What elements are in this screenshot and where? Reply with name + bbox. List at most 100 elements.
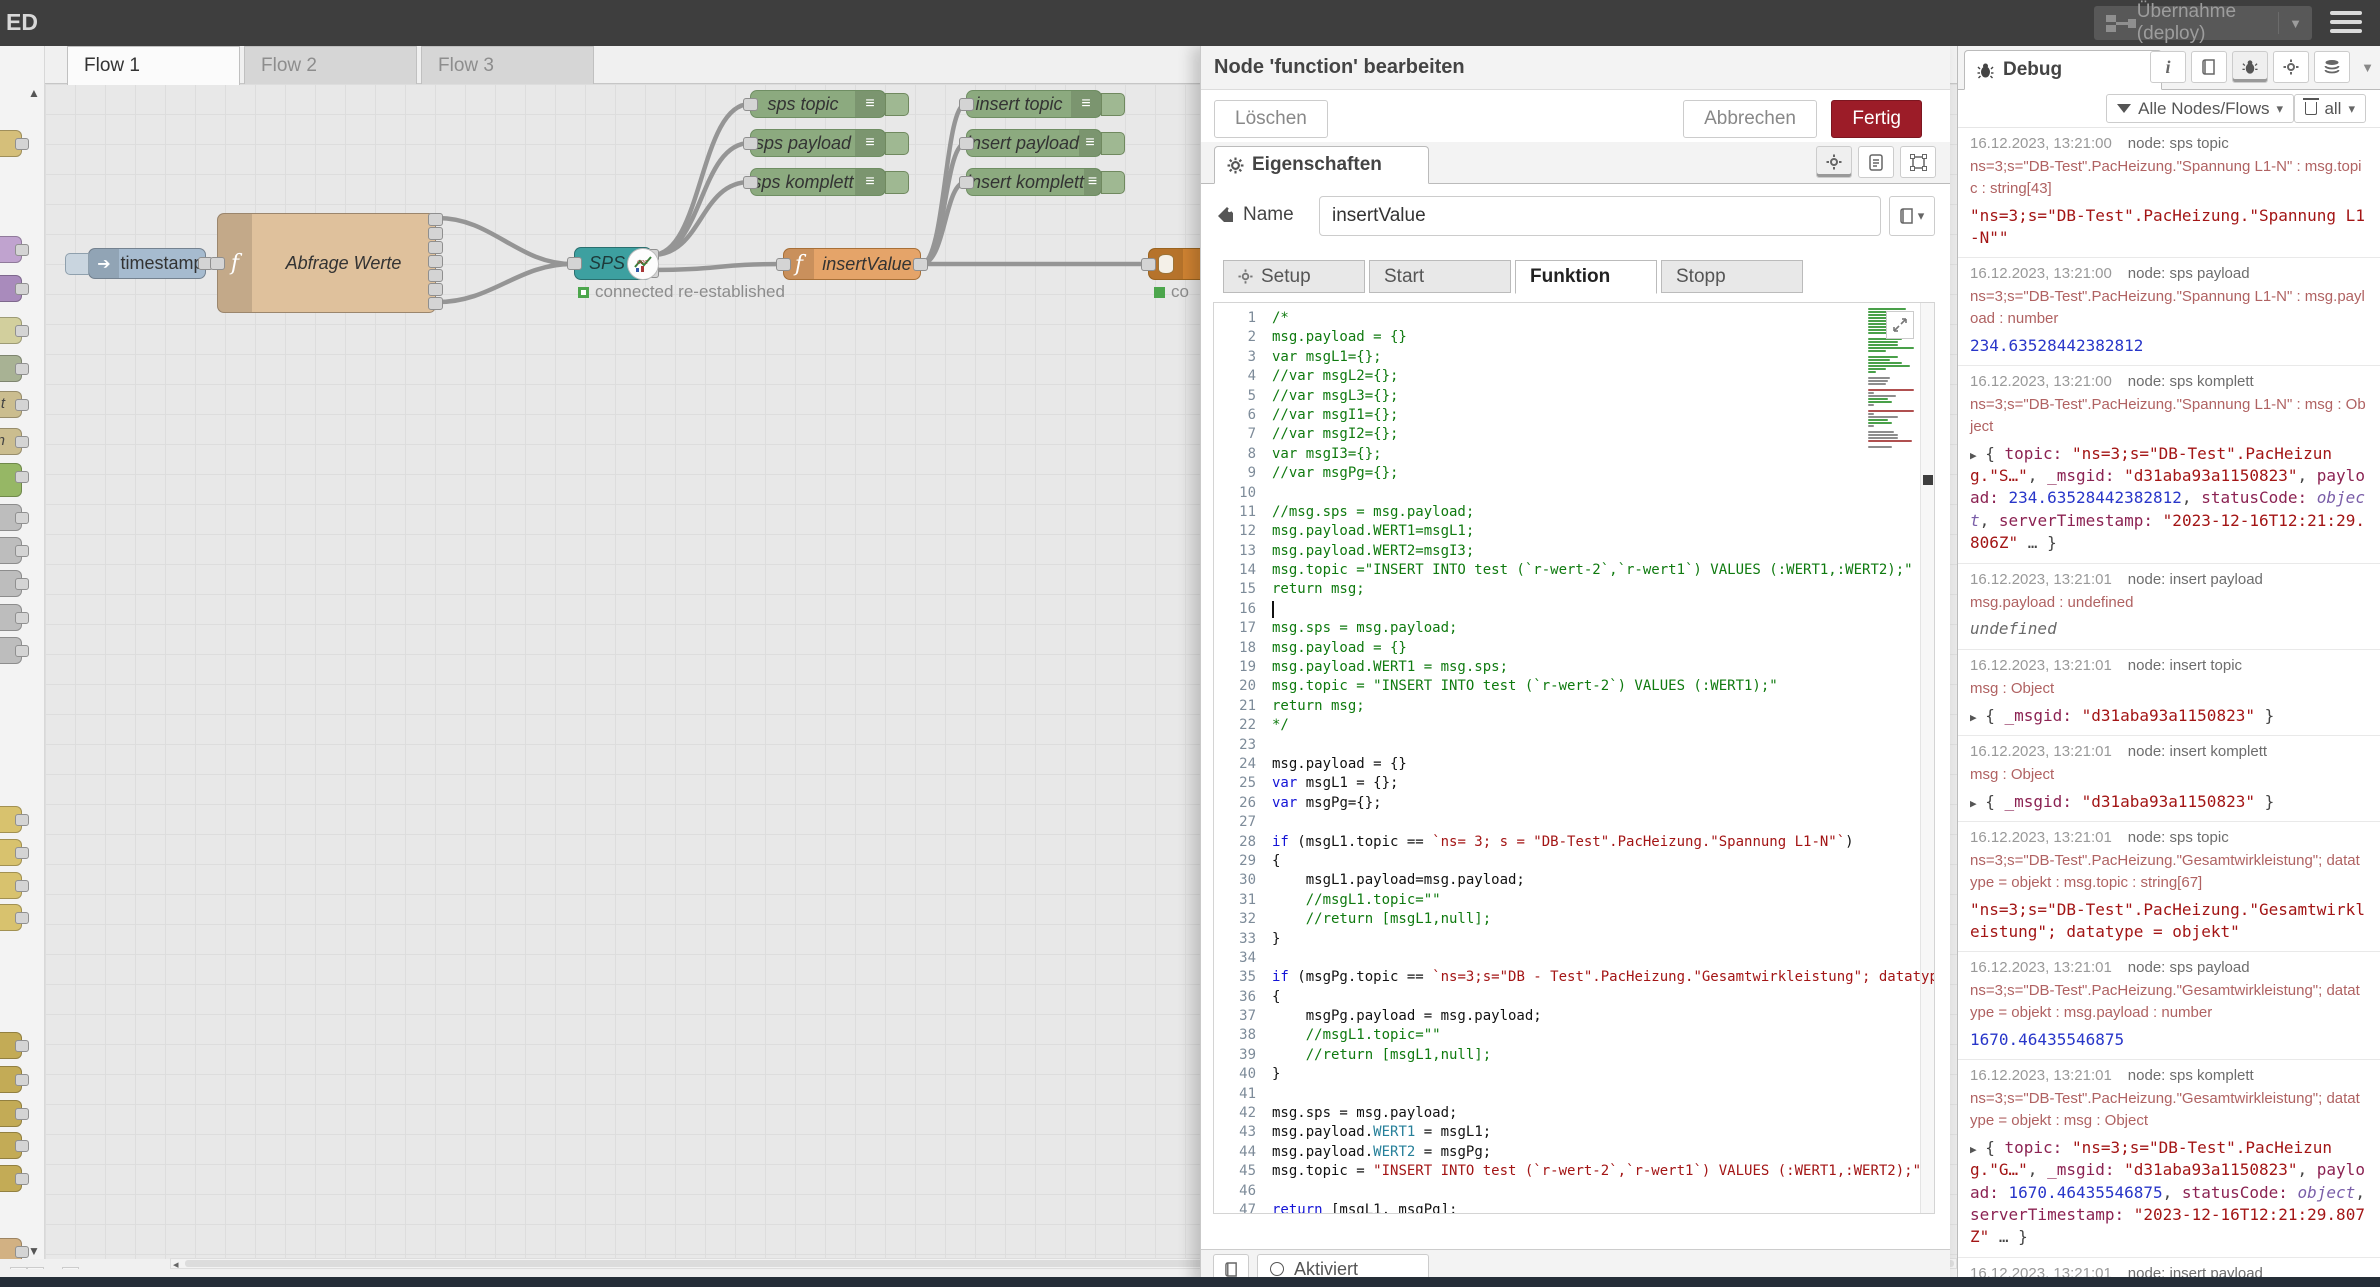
editor-minimap[interactable] bbox=[1868, 308, 1918, 449]
info-button[interactable]: i bbox=[2150, 51, 2186, 83]
code-line[interactable]: 31 //msgL1.topic="" bbox=[1214, 891, 1934, 910]
name-input[interactable] bbox=[1319, 196, 1881, 236]
library-button[interactable]: ▾ bbox=[1889, 196, 1935, 236]
code-line[interactable]: 41 bbox=[1214, 1085, 1934, 1104]
code-line[interactable]: 39 //return [msgL1,null]; bbox=[1214, 1046, 1934, 1065]
tab-funktion[interactable]: Funktion bbox=[1515, 260, 1657, 294]
code-line[interactable]: 32 //return [msgL1,null]; bbox=[1214, 910, 1934, 929]
palette-node-stub[interactable] bbox=[0, 872, 29, 899]
palette-node-stub[interactable] bbox=[0, 1165, 29, 1192]
output-port[interactable] bbox=[428, 297, 443, 310]
node-opcua-sps[interactable]: SPS OPC bbox=[567, 247, 659, 280]
output-port[interactable] bbox=[428, 283, 443, 296]
appearance-button[interactable] bbox=[1900, 146, 1936, 178]
debug-value[interactable]: 234.63528442382812 bbox=[1970, 335, 2144, 355]
code-line[interactable]: 38 //msgL1.topic="" bbox=[1214, 1026, 1934, 1045]
palette-node-stub[interactable]: n bbox=[0, 428, 29, 455]
palette-node-stub[interactable] bbox=[0, 1032, 29, 1059]
debug-toggle-button[interactable] bbox=[1101, 93, 1125, 116]
palette-node-stub[interactable] bbox=[0, 236, 29, 263]
code-line[interactable]: 40} bbox=[1214, 1065, 1934, 1084]
code-line[interactable]: 37 msgPg.payload = msg.payload; bbox=[1214, 1007, 1934, 1026]
palette-node-stub[interactable] bbox=[0, 806, 29, 833]
palette-node-stub[interactable]: t bbox=[0, 391, 29, 418]
node-palette[interactable]: tn bbox=[0, 46, 45, 1259]
palette-node-stub[interactable] bbox=[0, 637, 29, 664]
code-line[interactable]: 34 bbox=[1214, 949, 1934, 968]
inject-button[interactable] bbox=[65, 253, 89, 275]
input-port[interactable] bbox=[743, 176, 758, 189]
node-debug-sps-topic[interactable]: sps topic≡ bbox=[743, 90, 909, 118]
code-line[interactable]: 6//var msgI1={}; bbox=[1214, 406, 1934, 425]
code-line[interactable]: 46 bbox=[1214, 1182, 1934, 1201]
code-line[interactable]: 16 bbox=[1214, 600, 1934, 619]
node-database[interactable] bbox=[1141, 248, 1208, 280]
expand-triangle-icon[interactable]: ▶ bbox=[1970, 1142, 1984, 1156]
code-line[interactable]: 11//msg.sps = msg.payload; bbox=[1214, 503, 1934, 522]
chevron-down-icon[interactable]: ▼ bbox=[2361, 60, 2374, 75]
expand-triangle-icon[interactable]: ▶ bbox=[1970, 796, 1984, 810]
delete-button[interactable]: Löschen bbox=[1214, 100, 1328, 138]
config-nodes-button[interactable] bbox=[2273, 51, 2309, 83]
input-port[interactable] bbox=[743, 137, 758, 150]
done-button[interactable]: Fertig bbox=[1831, 100, 1922, 138]
debug-value[interactable]: ▶ { topic: "ns=3;s="DB-Test".PacHeizung.… bbox=[1970, 443, 2365, 553]
expand-triangle-icon[interactable]: ▶ bbox=[1970, 448, 1984, 462]
scroll-left-icon[interactable]: ◂ bbox=[173, 1259, 179, 1271]
palette-node-stub[interactable] bbox=[0, 570, 29, 597]
code-line[interactable]: 5//var msgL3={}; bbox=[1214, 387, 1934, 406]
output-port[interactable] bbox=[428, 213, 443, 226]
code-line[interactable]: 1/* bbox=[1214, 309, 1934, 328]
tab-debug[interactable]: Debug bbox=[1964, 50, 2162, 90]
description-button[interactable] bbox=[1858, 146, 1894, 178]
menu-icon[interactable] bbox=[2330, 11, 2362, 35]
code-line[interactable]: 36{ bbox=[1214, 988, 1934, 1007]
palette-node-stub[interactable] bbox=[0, 317, 29, 344]
palette-node-stub[interactable] bbox=[0, 130, 29, 157]
debug-value[interactable]: "ns=3;s="DB-Test".PacHeizung."Gesamtwirk… bbox=[1970, 899, 2365, 941]
tab-setup[interactable]: Setup bbox=[1223, 260, 1365, 293]
tab-start[interactable]: Start bbox=[1369, 260, 1511, 293]
output-port[interactable] bbox=[428, 241, 443, 254]
palette-node-stub[interactable] bbox=[0, 1132, 29, 1159]
code-line[interactable]: 23 bbox=[1214, 736, 1934, 755]
help-button[interactable] bbox=[2191, 51, 2227, 83]
node-inject-timestamp[interactable]: ➔ timestamp bbox=[65, 248, 213, 279]
output-port[interactable] bbox=[428, 269, 443, 282]
palette-node-stub[interactable] bbox=[0, 355, 29, 382]
tab-stopp[interactable]: Stopp bbox=[1661, 260, 1803, 293]
properties-gear-button[interactable] bbox=[1816, 146, 1852, 178]
debug-button[interactable] bbox=[2232, 51, 2268, 83]
debug-toggle-button[interactable] bbox=[1101, 171, 1125, 194]
debug-value[interactable]: ▶ { topic: "ns=3;s="DB-Test".PacHeizung.… bbox=[1970, 1137, 2365, 1247]
tab-properties[interactable]: Eigenschaften bbox=[1214, 146, 1429, 184]
clear-button[interactable]: all ▾ bbox=[2294, 94, 2366, 123]
node-debug-sps-payload[interactable]: sps payload≡ bbox=[743, 129, 909, 157]
canvas-horizontal-scrollbar[interactable]: ◂ bbox=[170, 1258, 1957, 1271]
node-debug-insert-topic[interactable]: insert topic≡ bbox=[959, 90, 1125, 118]
code-line[interactable]: 9//var msgPg={}; bbox=[1214, 464, 1934, 483]
palette-node-stub[interactable] bbox=[0, 504, 29, 531]
code-line[interactable]: 7//var msgI2={}; bbox=[1214, 425, 1934, 444]
node-debug-insert-payload[interactable]: insert payload≡ bbox=[959, 129, 1125, 157]
input-port[interactable] bbox=[959, 176, 974, 189]
input-port[interactable] bbox=[1141, 258, 1156, 271]
tab-flow-2[interactable]: Flow 2 bbox=[244, 46, 417, 84]
palette-node-stub[interactable] bbox=[0, 1238, 29, 1259]
tab-flow-3[interactable]: Flow 3 bbox=[421, 46, 594, 84]
palette-node-stub[interactable] bbox=[0, 463, 29, 497]
palette-node-stub[interactable] bbox=[0, 275, 29, 302]
debug-value[interactable]: "ns=3;s="DB-Test".PacHeizung."Spannung L… bbox=[1970, 205, 2365, 247]
